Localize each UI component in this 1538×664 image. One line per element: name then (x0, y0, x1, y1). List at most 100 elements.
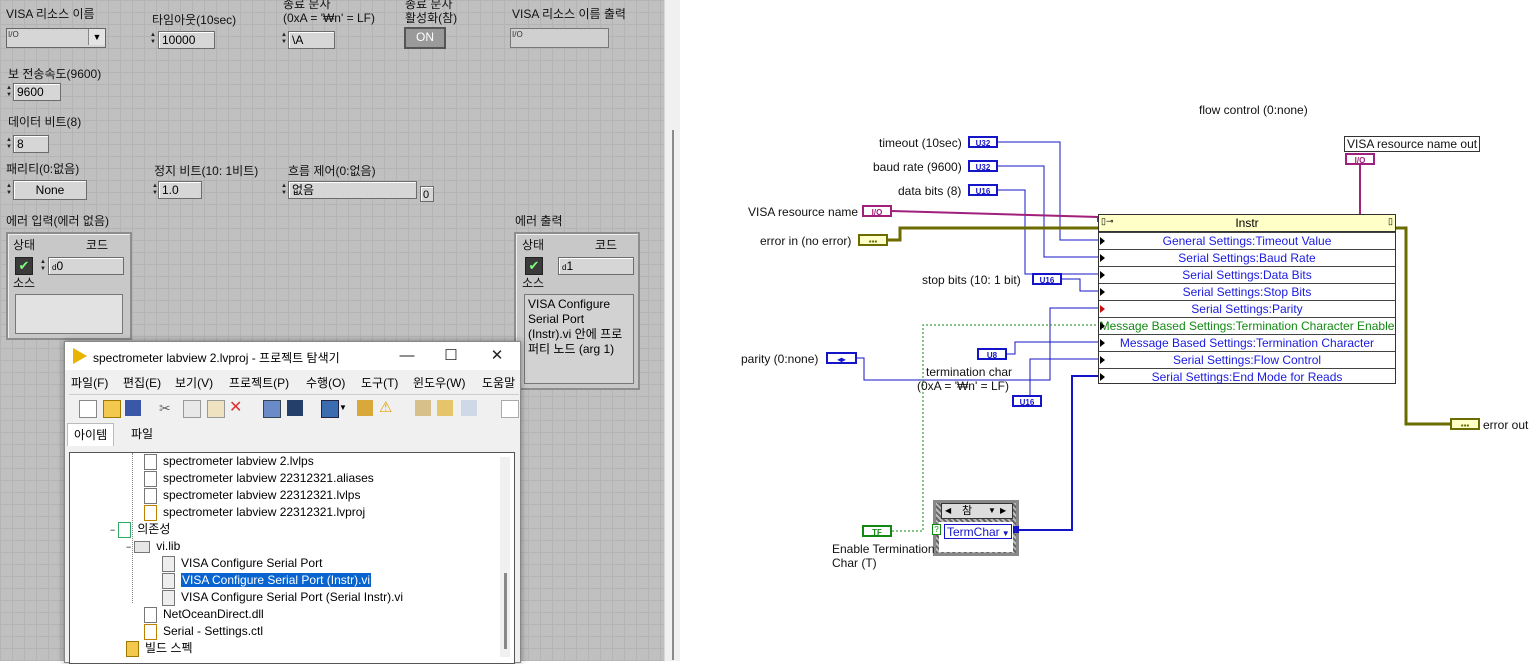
property-row[interactable]: Serial Settings:Parity (1099, 300, 1395, 317)
stop-bits-input[interactable]: 1.0 (158, 181, 202, 199)
term-char-terminal[interactable]: U8 (977, 348, 1007, 360)
maximize-icon[interactable]: ☐ (444, 347, 458, 364)
baud-stepper-icon[interactable]: ▲▼ (6, 85, 12, 98)
expand-icon[interactable] (415, 400, 431, 416)
flow-control-terminal[interactable]: U16 (1012, 395, 1042, 407)
baud-terminal[interactable]: U32 (968, 160, 998, 172)
timeout-label: 타임아웃(10sec) (152, 13, 237, 27)
flow-stepper-icon[interactable]: ▲▼ (281, 183, 287, 196)
parity-stepper-icon[interactable]: ▲▼ (6, 183, 12, 196)
chevron-down-icon[interactable]: ▼ (988, 506, 996, 515)
tree-item[interactable]: VISA Configure Serial Port (162, 555, 322, 572)
enable-term-terminal[interactable]: TF (862, 525, 892, 537)
delete-icon[interactable]: ✕ (229, 399, 243, 416)
timeout-stepper-icon[interactable]: ▲▼ (150, 32, 156, 45)
data-bits-input[interactable]: 8 (13, 135, 49, 153)
timeout-input[interactable]: 10000 (158, 31, 215, 49)
parity-ring[interactable]: None (13, 180, 87, 200)
hierarchy-icon[interactable] (357, 400, 373, 416)
error-in-source-input[interactable] (15, 294, 123, 334)
tree-item[interactable]: spectrometer labview 22312321.lvlps (144, 487, 360, 504)
tree-scrollbar[interactable] (500, 457, 510, 657)
case-prev-icon[interactable]: ◀ (945, 506, 952, 515)
tree-item[interactable]: 빌드 스펙 (126, 640, 193, 657)
menu-operate[interactable]: 수행(O) (306, 376, 346, 390)
stop-bits-stepper-icon[interactable]: ▲▼ (152, 183, 158, 196)
deploy-icon[interactable] (287, 400, 303, 416)
copy-icon[interactable] (183, 400, 201, 418)
property-row[interactable]: Message Based Settings:Termination Chara… (1099, 334, 1395, 351)
open-icon[interactable] (103, 400, 121, 418)
property-row[interactable]: Serial Settings:Baud Rate (1099, 249, 1395, 266)
minimize-icon[interactable]: — (399, 347, 415, 364)
build-icon[interactable] (263, 400, 281, 418)
term-char-enum-constant[interactable]: TermChar▼ (944, 524, 1012, 539)
flow-ring[interactable]: 없음 (288, 181, 417, 199)
baud-input[interactable]: 9600 (13, 83, 61, 101)
tree-item[interactable]: spectrometer labview 22312321.lvproj (144, 504, 365, 521)
project-tree[interactable]: spectrometer labview 2.lvlps spectromete… (69, 452, 515, 664)
menu-edit[interactable]: 편집(E) (123, 376, 162, 390)
tab-files[interactable]: 파일 (131, 427, 154, 441)
data-bits-terminal[interactable]: U16 (968, 184, 998, 196)
help-icon[interactable] (501, 400, 519, 418)
visa-name-dropdown[interactable]: I/O ▼ (6, 28, 106, 48)
tree-scroll-thumb[interactable] (504, 573, 507, 649)
menu-file[interactable]: 파일(F) (71, 376, 109, 390)
tree-item[interactable]: spectrometer labview 2.lvlps (144, 453, 314, 470)
property-row[interactable]: Serial Settings:Stop Bits (1099, 283, 1395, 300)
tree-item[interactable]: −의존성 (110, 521, 170, 538)
property-row[interactable]: General Settings:Timeout Value (1099, 232, 1395, 249)
tree-item[interactable]: VISA Configure Serial Port (Serial Instr… (162, 589, 403, 606)
reference-out-icon: ▯ (1388, 216, 1393, 226)
error-in-status-checkbox[interactable]: ✔ (15, 257, 33, 275)
term-char-stepper-icon[interactable]: ▲▼ (281, 32, 287, 45)
property-row[interactable]: Serial Settings:Flow Control (1099, 351, 1395, 368)
warning-icon[interactable]: ⚠ (379, 399, 393, 416)
tree-item[interactable]: −vi.lib (126, 538, 180, 555)
tree-item[interactable]: NetOceanDirect.dll (144, 606, 264, 623)
tab-items[interactable]: 아이템 (67, 423, 115, 446)
menu-window[interactable]: 윈도우(W) (413, 376, 466, 390)
error-out-terminal[interactable]: ▪▪▪ (1450, 418, 1480, 430)
error-in-code-input[interactable]: d0 (48, 257, 124, 275)
property-row[interactable]: Message Based Settings:Termination Chara… (1099, 317, 1395, 334)
tree-item[interactable]: spectrometer labview 22312321.aliases (144, 470, 374, 487)
refresh-icon[interactable] (461, 400, 477, 416)
stop-bits-terminal[interactable]: U16 (1032, 273, 1062, 285)
error-out-status-indicator: ✔ (525, 257, 543, 275)
close-icon[interactable]: ✕ (490, 347, 504, 364)
menu-view[interactable]: 보기(V) (175, 376, 214, 390)
save-icon[interactable] (125, 400, 141, 416)
tree-item[interactable]: Serial - Settings.ctl (144, 623, 263, 640)
data-bits-stepper-icon[interactable]: ▲▼ (6, 137, 12, 150)
paste-icon[interactable] (207, 400, 225, 418)
view-icon[interactable] (321, 400, 339, 418)
term-enable-toggle[interactable]: ON (404, 27, 446, 49)
menu-project[interactable]: 프로젝트(P) (229, 376, 290, 390)
collapse-icon[interactable]: − (126, 542, 132, 552)
tree-item-selected[interactable]: VISA Configure Serial Port (Instr).vi (162, 572, 372, 589)
cut-icon[interactable]: ✂ (159, 400, 171, 416)
menu-help[interactable]: 도움말 (482, 376, 516, 390)
case-structure[interactable]: ◀ 참 ▼ ▶ TermChar▼ ? (932, 500, 1019, 556)
chevron-down-icon[interactable]: ▼ (88, 29, 105, 45)
collapse-icon[interactable] (437, 400, 453, 416)
error-in-terminal[interactable]: ▪▪▪ (858, 234, 888, 246)
visa-out-terminal[interactable]: I/O (1345, 153, 1375, 165)
property-row[interactable]: Serial Settings:Data Bits (1099, 266, 1395, 283)
property-node[interactable]: ▯⊸ Instr ▯ General Settings:Timeout Valu… (1098, 214, 1396, 384)
chevron-down-icon[interactable]: ▼ (339, 403, 347, 412)
parity-terminal[interactable]: ◂▸ (826, 352, 857, 364)
front-panel-scroll-thumb[interactable] (672, 130, 674, 660)
timeout-terminal[interactable]: U32 (968, 136, 998, 148)
property-row[interactable]: Serial Settings:End Mode for Reads (1099, 368, 1395, 385)
collapse-icon[interactable]: − (110, 525, 116, 535)
case-selector-label[interactable]: ◀ 참 ▼ ▶ (941, 503, 1013, 519)
error-in-code-stepper-icon[interactable]: ▲▼ (40, 259, 46, 272)
case-next-icon[interactable]: ▶ (1000, 506, 1007, 515)
menu-tools[interactable]: 도구(T) (361, 376, 399, 390)
visa-name-terminal[interactable]: I/O (862, 205, 892, 217)
new-icon[interactable] (79, 400, 97, 418)
term-char-input[interactable]: \A (288, 31, 335, 49)
